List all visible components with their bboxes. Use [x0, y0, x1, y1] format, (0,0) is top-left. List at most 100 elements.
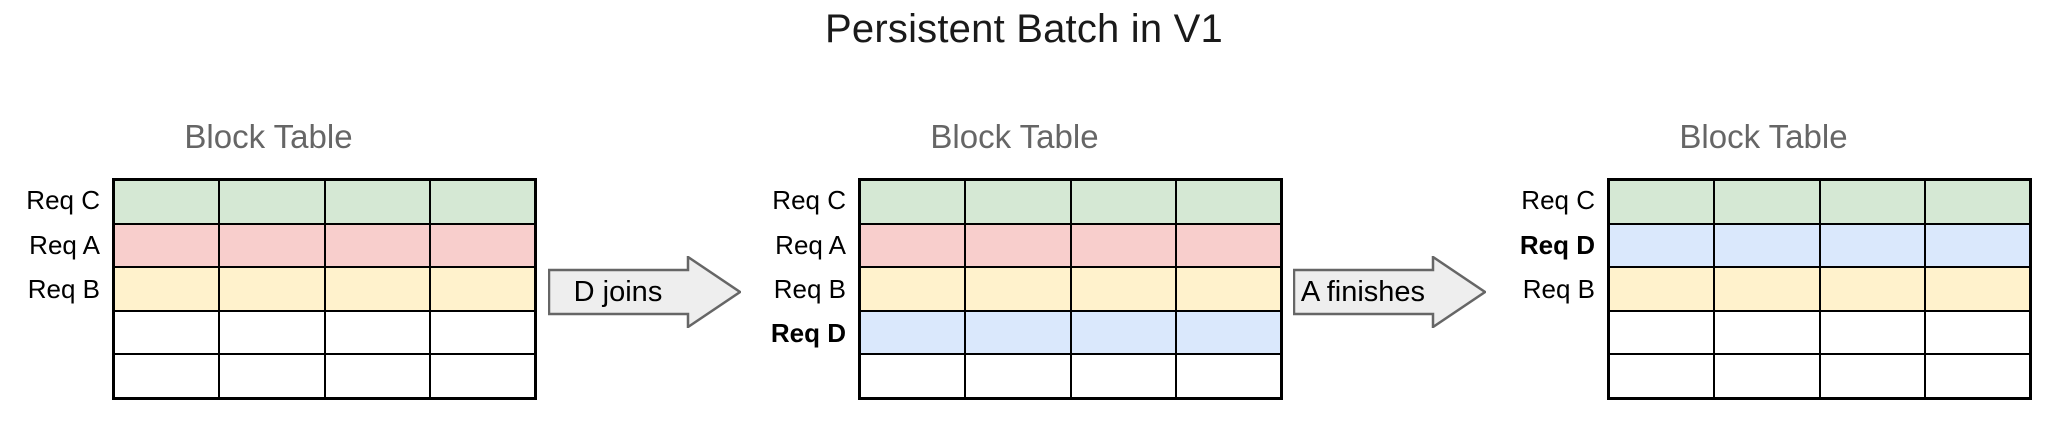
table-row[interactable] [115, 181, 534, 225]
block-cell[interactable] [220, 311, 326, 354]
block-cell[interactable] [1177, 268, 1280, 310]
block-arrow-icon [548, 256, 741, 328]
stage-3-row-labels: Req C Req D Req B [1489, 178, 1607, 400]
table-row[interactable] [861, 224, 1280, 269]
block-cell[interactable] [220, 268, 326, 310]
block-cell[interactable] [1072, 311, 1177, 354]
row-label-req-a: Req A [29, 229, 100, 260]
block-cell[interactable] [1072, 181, 1177, 223]
block-table-1 [112, 178, 537, 400]
block-cell[interactable] [1821, 224, 1926, 267]
block-cell[interactable] [1821, 355, 1926, 397]
block-cell[interactable] [115, 181, 221, 223]
row-label-req-b: Req B [773, 273, 846, 304]
table-row[interactable] [115, 355, 534, 397]
block-cell[interactable] [1177, 225, 1280, 267]
stage-1-row-labels: Req C Req A Req B [0, 178, 112, 400]
block-cell[interactable] [1926, 312, 2029, 354]
block-cell[interactable] [1926, 225, 2029, 267]
block-cell[interactable] [1177, 355, 1280, 397]
table-row[interactable] [1610, 268, 2029, 312]
row-label-req-b: Req B [27, 273, 100, 304]
table-row[interactable] [861, 268, 1280, 312]
block-cell[interactable] [326, 268, 431, 310]
block-cell[interactable] [966, 311, 1072, 354]
block-cell[interactable] [861, 311, 967, 354]
row-label-req-c: Req C [26, 185, 100, 216]
block-cell[interactable] [1715, 224, 1821, 267]
block-cell[interactable] [861, 181, 967, 223]
block-cell[interactable] [1715, 355, 1821, 397]
block-cell[interactable] [326, 311, 431, 354]
block-table-2 [858, 178, 1283, 400]
row-label-req-b: Req B [1522, 273, 1595, 304]
transition-arrow-d-joins: D joins [548, 256, 741, 328]
table-row[interactable] [1610, 355, 2029, 397]
table-row[interactable] [861, 181, 1280, 225]
stage-1-caption: Block Table [184, 118, 353, 155]
block-cell[interactable] [861, 355, 967, 397]
block-cell[interactable] [966, 224, 1072, 267]
table-row[interactable] [115, 268, 534, 312]
stage-2: Block Table Req C Req A Req B Req D [746, 0, 1283, 421]
block-cell[interactable] [1072, 268, 1177, 310]
block-table-3 [1607, 178, 2032, 400]
block-cell[interactable] [220, 181, 326, 223]
row-label-req-d: Req D [1519, 229, 1595, 260]
row-label-req-a: Req A [775, 229, 846, 260]
row-label-req-d: Req D [770, 318, 846, 349]
block-cell[interactable] [1926, 355, 2029, 397]
block-cell[interactable] [431, 355, 534, 397]
block-cell[interactable] [1177, 181, 1280, 223]
block-cell[interactable] [1177, 312, 1280, 354]
block-cell[interactable] [966, 181, 1072, 223]
block-cell[interactable] [115, 355, 221, 397]
block-arrow-icon [1293, 256, 1486, 328]
block-cell[interactable] [1610, 355, 1716, 397]
block-cell[interactable] [1610, 311, 1716, 354]
block-cell[interactable] [1610, 268, 1716, 310]
table-row[interactable] [861, 355, 1280, 397]
table-row[interactable] [861, 311, 1280, 356]
block-cell[interactable] [115, 268, 221, 310]
block-cell[interactable] [861, 224, 967, 267]
row-label-req-c: Req C [1521, 185, 1595, 216]
block-cell[interactable] [115, 311, 221, 354]
block-cell[interactable] [431, 312, 534, 354]
stage-1: Block Table Req C Req A Req B [0, 0, 537, 421]
table-row[interactable] [115, 311, 534, 356]
block-cell[interactable] [1072, 355, 1177, 397]
block-cell[interactable] [1715, 268, 1821, 310]
block-cell[interactable] [431, 268, 534, 310]
stage-3: Block Table Req C Req D Req B [1495, 0, 2032, 421]
block-cell[interactable] [1715, 181, 1821, 223]
block-cell[interactable] [1821, 268, 1926, 310]
table-row[interactable] [115, 224, 534, 269]
block-cell[interactable] [1072, 224, 1177, 267]
block-cell[interactable] [1715, 311, 1821, 354]
block-cell[interactable] [1821, 181, 1926, 223]
block-cell[interactable] [431, 181, 534, 223]
block-cell[interactable] [326, 181, 431, 223]
block-cell[interactable] [1610, 224, 1716, 267]
table-row[interactable] [1610, 311, 2029, 356]
block-cell[interactable] [326, 224, 431, 267]
block-cell[interactable] [966, 355, 1072, 397]
table-row[interactable] [1610, 224, 2029, 269]
page-title: Persistent Batch in V1 [825, 7, 1223, 51]
block-cell[interactable] [220, 355, 326, 397]
block-cell[interactable] [1821, 311, 1926, 354]
table-row[interactable] [1610, 181, 2029, 225]
block-cell[interactable] [1610, 181, 1716, 223]
stage-2-row-labels: Req C Req A Req B Req D [740, 178, 858, 400]
stage-2-caption: Block Table [930, 118, 1099, 155]
block-cell[interactable] [431, 225, 534, 267]
block-cell[interactable] [966, 268, 1072, 310]
block-cell[interactable] [115, 224, 221, 267]
block-cell[interactable] [861, 268, 967, 310]
block-cell[interactable] [1926, 181, 2029, 223]
block-cell[interactable] [326, 355, 431, 397]
block-cell[interactable] [1926, 268, 2029, 310]
block-cell[interactable] [220, 224, 326, 267]
